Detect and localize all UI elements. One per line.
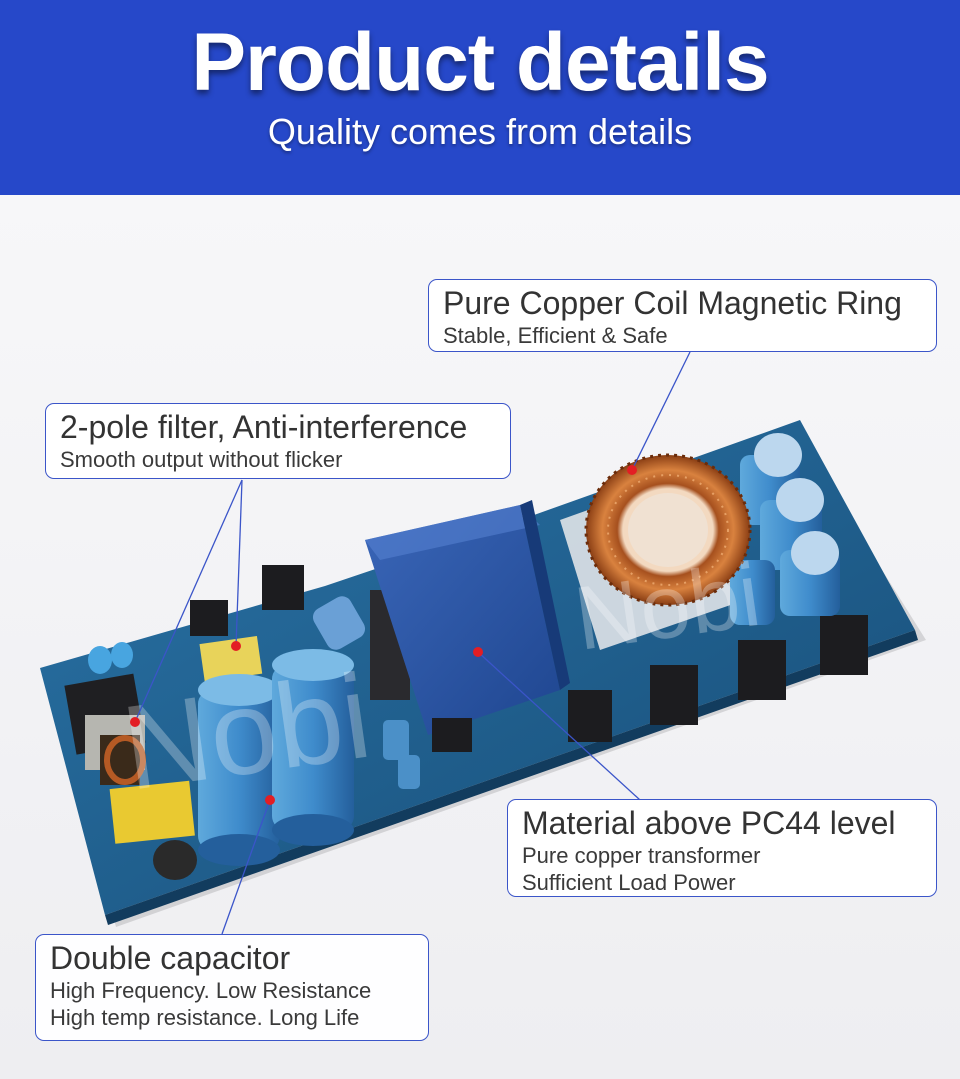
page-subtitle: Quality comes from details (267, 111, 693, 152)
callout-capacitor-line-1: High Frequency. Low Resistance (50, 977, 372, 1003)
copper-coil-graphic (584, 453, 752, 607)
callout-material-title: Material above PC44 level (522, 805, 896, 841)
callout-filter: 2-pole filter, Anti-interference Smooth … (45, 403, 511, 479)
callout-coil-title: Pure Copper Coil Magnetic Ring (443, 285, 902, 321)
callout-material-line-1: Pure copper transformer (522, 842, 761, 868)
callout-coil: Pure Copper Coil Magnetic Ring Stable, E… (428, 279, 937, 352)
callout-material: Material above PC44 level Pure copper tr… (507, 799, 937, 897)
coil-marker-dot (627, 465, 637, 475)
page-title: Product details (191, 17, 769, 108)
callout-material-line-2: Sufficient Load Power (522, 870, 736, 896)
header-banner: Product details Quality comes from detai… (0, 0, 960, 195)
capacitor-marker-dot (265, 795, 275, 805)
callout-filter-title: 2-pole filter, Anti-interference (60, 409, 468, 445)
double-capacitor-graphic (198, 649, 354, 866)
filter-marker-dot-2 (130, 717, 140, 727)
callout-capacitor-line-2: High temp resistance. Long Life (50, 1005, 360, 1031)
callout-capacitor-title: Double capacitor (50, 940, 291, 976)
transformer-graphic (365, 505, 560, 735)
callout-capacitor: Double capacitor High Frequency. Low Res… (35, 934, 429, 1041)
transformer-marker-dot (473, 647, 483, 657)
callout-coil-line: Stable, Efficient & Safe (443, 322, 668, 348)
callout-filter-line: Smooth output without flicker (60, 446, 343, 472)
filter-marker-dot-1 (231, 641, 241, 651)
